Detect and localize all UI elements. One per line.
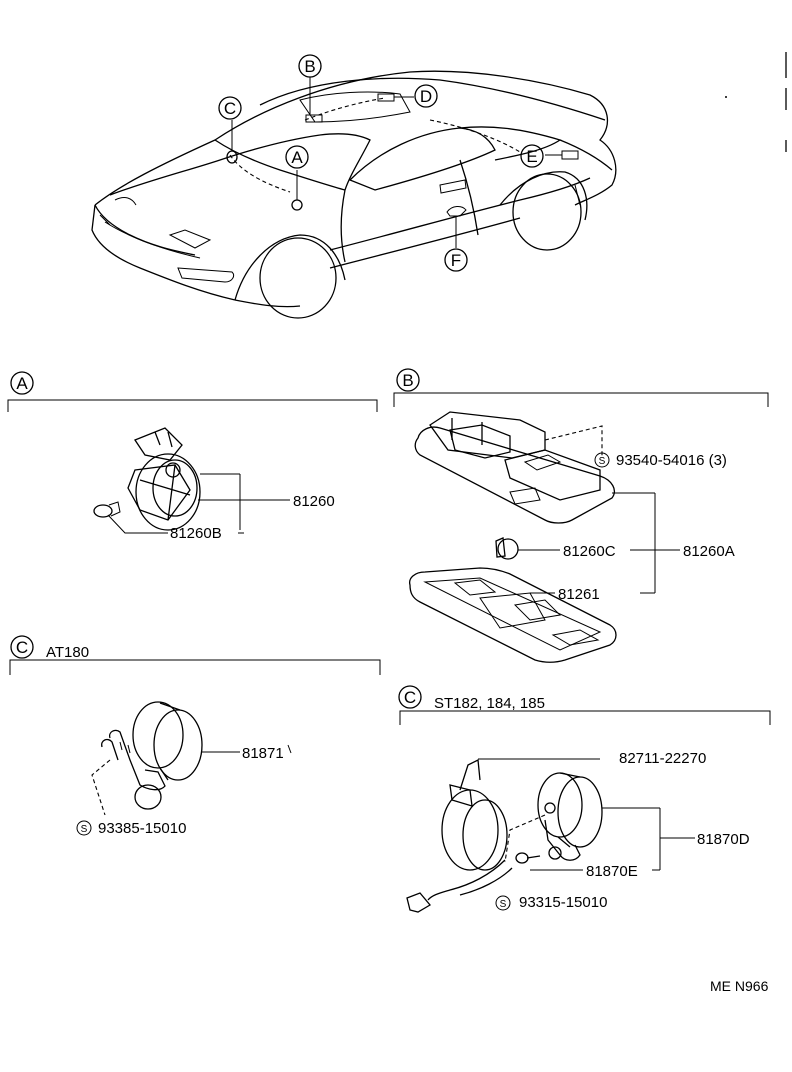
part-81260a: 81260A (683, 543, 735, 560)
svg-text:E: E (526, 147, 537, 166)
section-a-header[interactable]: A (10, 371, 34, 395)
section-c2-model: ST182, 184, 185 (434, 695, 545, 712)
svg-text:B: B (402, 371, 413, 390)
part-81260c: 81260C (563, 543, 616, 560)
part-81870e: 81870E (586, 863, 638, 880)
svg-text:A: A (16, 374, 28, 393)
screw-symbol-c2[interactable]: S (495, 895, 511, 911)
car-illustration: C A B D E F (91, 54, 617, 319)
svg-text:D: D (420, 87, 432, 106)
svg-text:S: S (599, 456, 606, 467)
bulb-81260c-illustration (495, 537, 519, 560)
callout-d[interactable]: D (414, 84, 438, 108)
socket-illustration (93, 427, 201, 531)
lamp-81870-illustration (537, 772, 603, 861)
part-81870d: 81870D (697, 831, 750, 848)
callout-a[interactable]: A (285, 145, 309, 169)
section-c1-model: AT180 (46, 644, 89, 661)
section-c-at180: C AT180 81871 S 93385-15010 (9, 635, 381, 837)
screw-symbol-c1[interactable]: S (76, 820, 92, 836)
section-c2-header[interactable]: C (398, 685, 422, 709)
part-81260b: 81260B (170, 525, 222, 542)
svg-text:B: B (304, 57, 315, 76)
section-b-header[interactable]: B (396, 368, 420, 392)
svg-text:C: C (224, 99, 236, 118)
part-82711-22270: 82711-22270 (619, 750, 706, 767)
lens-81261-illustration (409, 567, 617, 663)
part-93540-54016: 93540-54016 (3) (616, 452, 727, 469)
callout-e[interactable]: E (520, 144, 544, 168)
part-93385-15010: 93385-15010 (98, 820, 186, 837)
svg-text:A: A (291, 148, 303, 167)
part-81871: 81871 (242, 745, 284, 762)
svg-text:F: F (451, 251, 461, 270)
wire-82711-illustration (406, 758, 541, 913)
drawing-code: ME N966 (710, 978, 769, 994)
callout-f[interactable]: F (444, 248, 468, 272)
svg-text:S: S (81, 824, 88, 835)
lamp-81871-illustration (101, 701, 203, 810)
section-a: A 81260 81260B (7, 371, 378, 542)
callout-c[interactable]: C (218, 96, 242, 120)
svg-text:C: C (16, 638, 28, 657)
svg-text:S: S (500, 899, 507, 910)
screw-symbol-b[interactable]: S (594, 452, 610, 468)
section-c1-header[interactable]: C (10, 635, 34, 659)
part-81260: 81260 (293, 493, 335, 510)
part-93315-15010: 93315-15010 (519, 894, 607, 911)
section-b: B S 93540-54016 (3) 81260C 81260A (393, 368, 769, 663)
lamp-housing-illustration (414, 411, 615, 524)
part-81261: 81261 (558, 586, 600, 603)
callout-b[interactable]: B (298, 54, 322, 78)
section-c-st18x: C ST182, 184, 185 82711-22270 (398, 685, 771, 913)
svg-text:C: C (404, 688, 416, 707)
